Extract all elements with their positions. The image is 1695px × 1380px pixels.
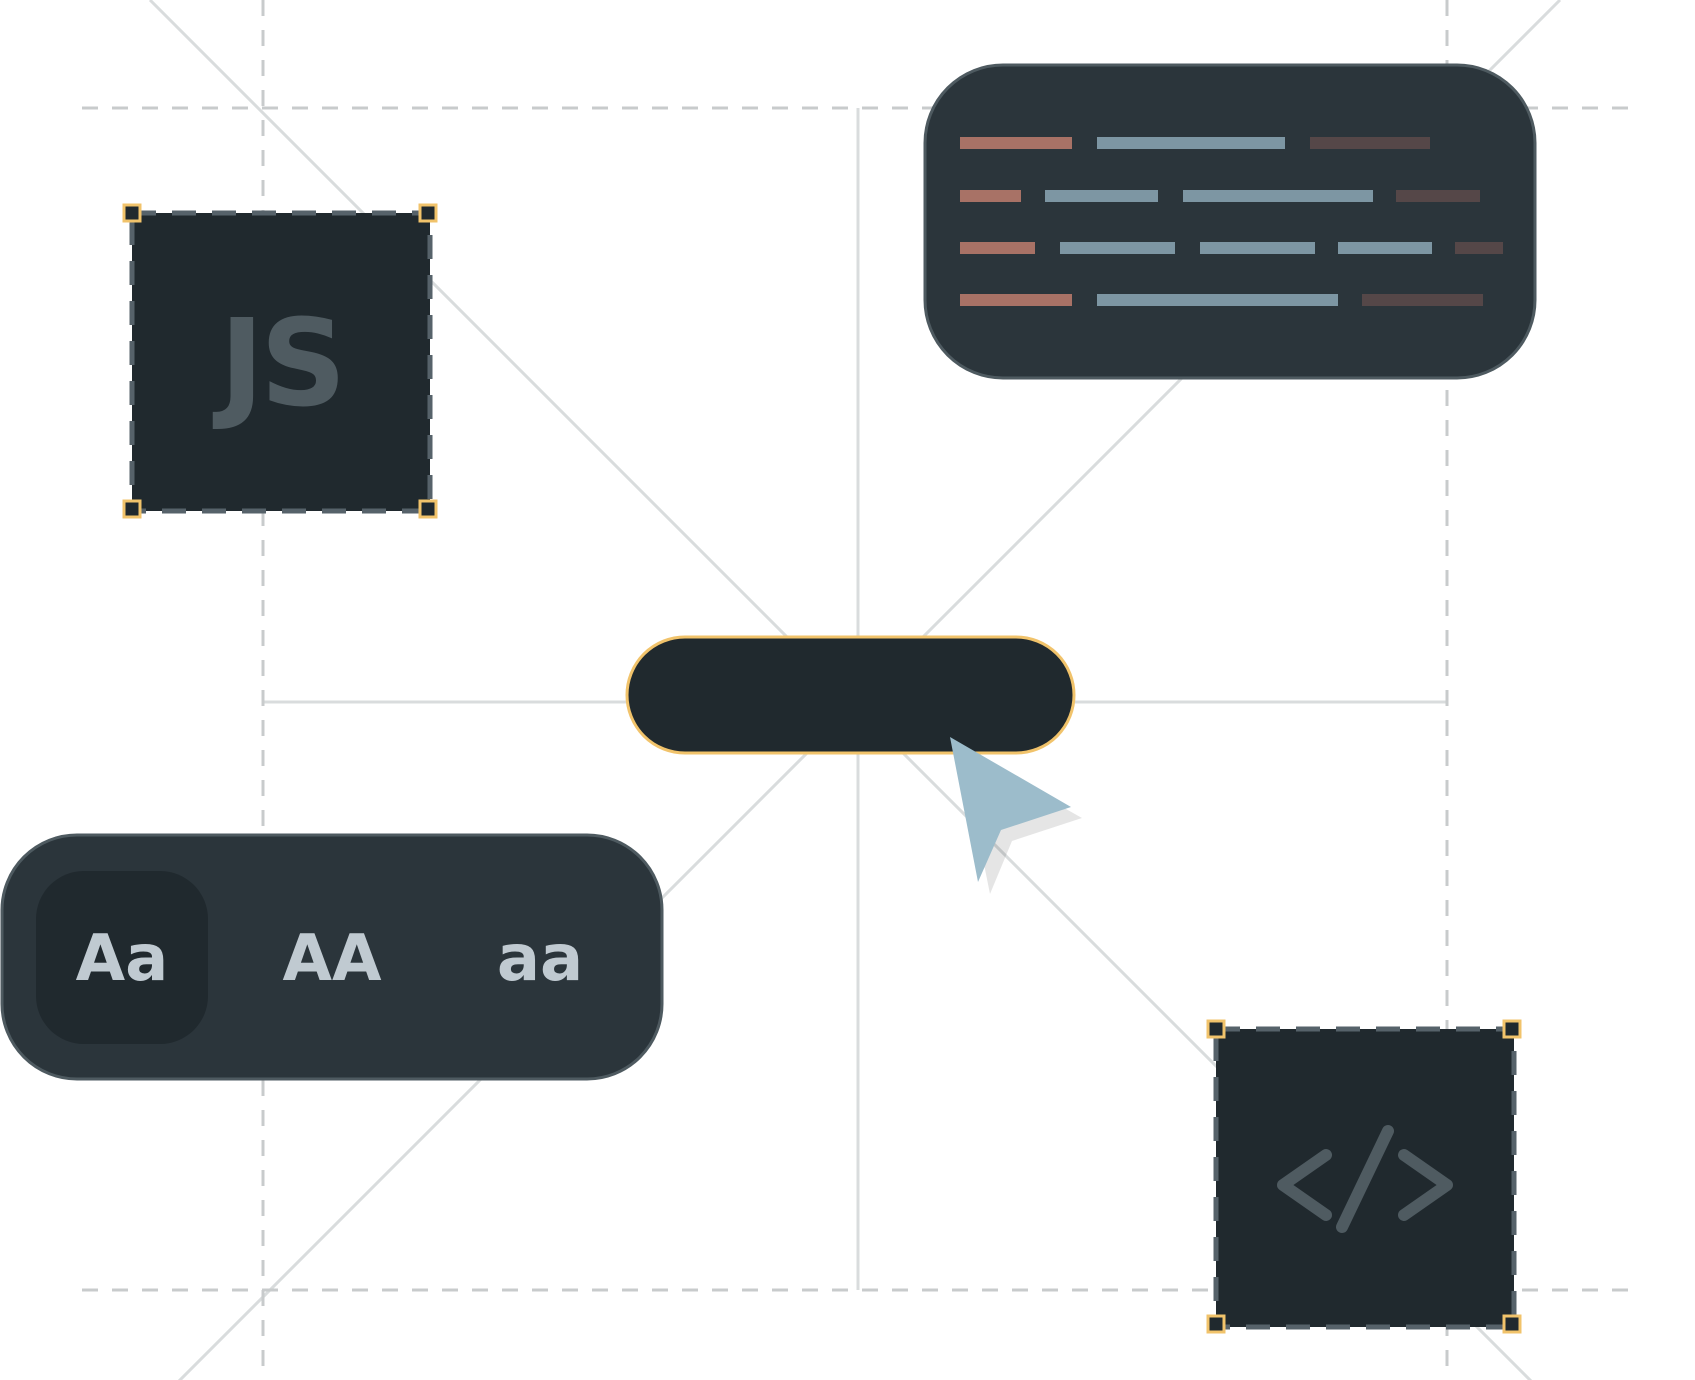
js-tile-body: [132, 213, 430, 511]
selection-handle-bottom-left[interactable]: [1206, 1314, 1226, 1334]
code-token-comment: [1310, 137, 1430, 149]
selection-handle-bottom-right[interactable]: [418, 499, 438, 519]
case-option-lower[interactable]: aa: [497, 922, 583, 996]
code-token-comment: [1455, 242, 1503, 254]
code-token-keyword: [960, 137, 1072, 149]
selection-handle-top-right[interactable]: [1502, 1019, 1522, 1039]
pointer-arrow-icon: [950, 737, 1082, 894]
case-option-sentence[interactable]: Aa: [76, 922, 169, 996]
code-lines: [960, 137, 1503, 306]
code-token-identifier: [1097, 294, 1338, 306]
selection-handle-top-left[interactable]: [122, 203, 142, 223]
js-tile[interactable]: JS: [122, 203, 438, 519]
selection-handle-top-left[interactable]: [1206, 1019, 1226, 1039]
code-token-identifier: [1200, 242, 1315, 254]
code-token-identifier: [1060, 242, 1175, 254]
js-tile-dashed-border: [129, 210, 433, 514]
selection-handle-bottom-right[interactable]: [1502, 1314, 1522, 1334]
case-option-active-bg: [36, 871, 208, 1044]
code-token-comment: [1362, 294, 1483, 306]
center-pill[interactable]: [625, 635, 1076, 755]
code-card-panel: [923, 63, 1537, 380]
code-tile-dashed-border: [1213, 1026, 1517, 1330]
code-token-identifier: [1183, 190, 1373, 202]
selection-handle-bottom-left[interactable]: [122, 499, 142, 519]
case-option-upper[interactable]: AA: [282, 922, 382, 996]
selection-handles[interactable]: [1206, 1019, 1522, 1334]
code-token-identifier: [1338, 242, 1432, 254]
js-tile-label: JS: [212, 295, 342, 434]
code-token-keyword: [960, 242, 1035, 254]
selection-handle-top-right[interactable]: [418, 203, 438, 223]
code-token-identifier: [1097, 137, 1285, 149]
code-token-keyword: [960, 294, 1072, 306]
code-token-keyword: [960, 190, 1021, 202]
code-token-identifier: [1045, 190, 1158, 202]
case-switcher[interactable]: Aa AA aa: [0, 833, 664, 1081]
code-card[interactable]: [923, 63, 1537, 380]
selection-handles[interactable]: [122, 203, 438, 519]
code-token-comment: [1396, 190, 1480, 202]
code-tile[interactable]: [1206, 1019, 1522, 1334]
pointer-arrow-body: [950, 737, 1071, 882]
code-brackets-icon: [1277, 1125, 1453, 1233]
